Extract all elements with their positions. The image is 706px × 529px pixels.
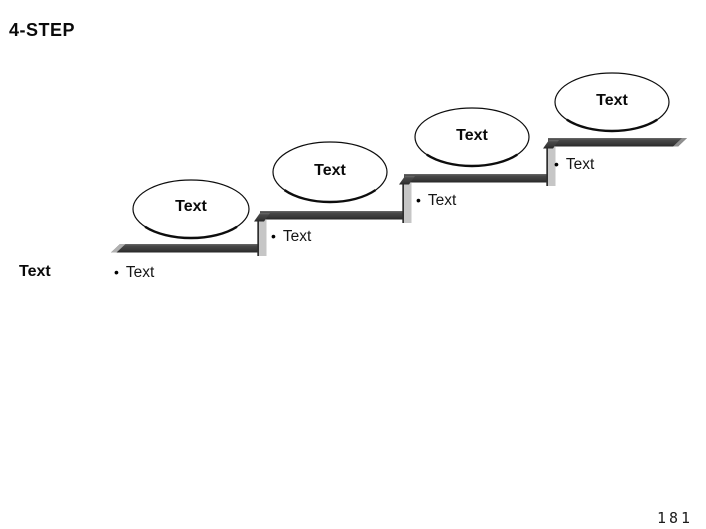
bullet-1-label: Text: [125, 264, 155, 281]
step-riser-2: [399, 176, 415, 223]
bullet-icon: •: [114, 264, 119, 280]
bullet-line-3: • Text: [416, 192, 457, 209]
ellipse-1-label: Text: [175, 198, 207, 215]
step-tread-4: [548, 138, 687, 147]
ellipse-step-3: [413, 106, 531, 168]
riser-3-outline: [546, 147, 549, 186]
riser-3-bevel: [543, 140, 559, 149]
ellipse-2-shadow-arc: [271, 140, 389, 204]
riser-1-bevel: [254, 213, 270, 222]
bullet-4-label: Text: [565, 156, 595, 173]
bullet-line-4: • Text: [554, 156, 595, 173]
riser-2-outline: [402, 183, 405, 223]
step-riser-1: [254, 213, 270, 256]
bullet-icon: •: [416, 192, 421, 208]
ellipse-4-label: Text: [596, 92, 628, 109]
ellipse-step-4: [553, 71, 671, 133]
side-label: Text: [19, 263, 51, 280]
riser-2-bevel: [399, 176, 415, 185]
step-tread-2: [260, 211, 405, 220]
bullet-2-label: Text: [282, 228, 312, 245]
tread-4-right-end-cap: [673, 138, 687, 147]
ellipse-3-label: Text: [456, 127, 488, 144]
step-tread-1: [111, 244, 261, 253]
riser-1-face: [259, 220, 267, 256]
step-riser-3: [543, 140, 559, 186]
riser-1-outline: [257, 220, 260, 256]
ellipse-1-shadow-arc: [131, 178, 251, 240]
riser-3-face: [548, 147, 556, 186]
ellipse-4-shadow-arc: [553, 71, 671, 133]
page-number: 181: [657, 509, 694, 527]
ellipse-3-shadow-arc: [413, 106, 531, 168]
bullet-icon: •: [554, 156, 559, 172]
bullet-icon: •: [271, 228, 276, 244]
slide-title: 4-STEP: [9, 20, 76, 40]
ellipse-2-label: Text: [314, 162, 346, 179]
bullet-line-1: • Text: [114, 264, 155, 281]
tread-1-left-end-cap: [111, 244, 126, 253]
ellipse-step-1: [131, 178, 251, 240]
riser-2-face: [404, 183, 412, 223]
bullet-3-label: Text: [427, 192, 457, 209]
step-tread-3: [404, 174, 550, 183]
bullet-line-2: • Text: [271, 228, 312, 245]
ellipse-step-2: [271, 140, 389, 204]
